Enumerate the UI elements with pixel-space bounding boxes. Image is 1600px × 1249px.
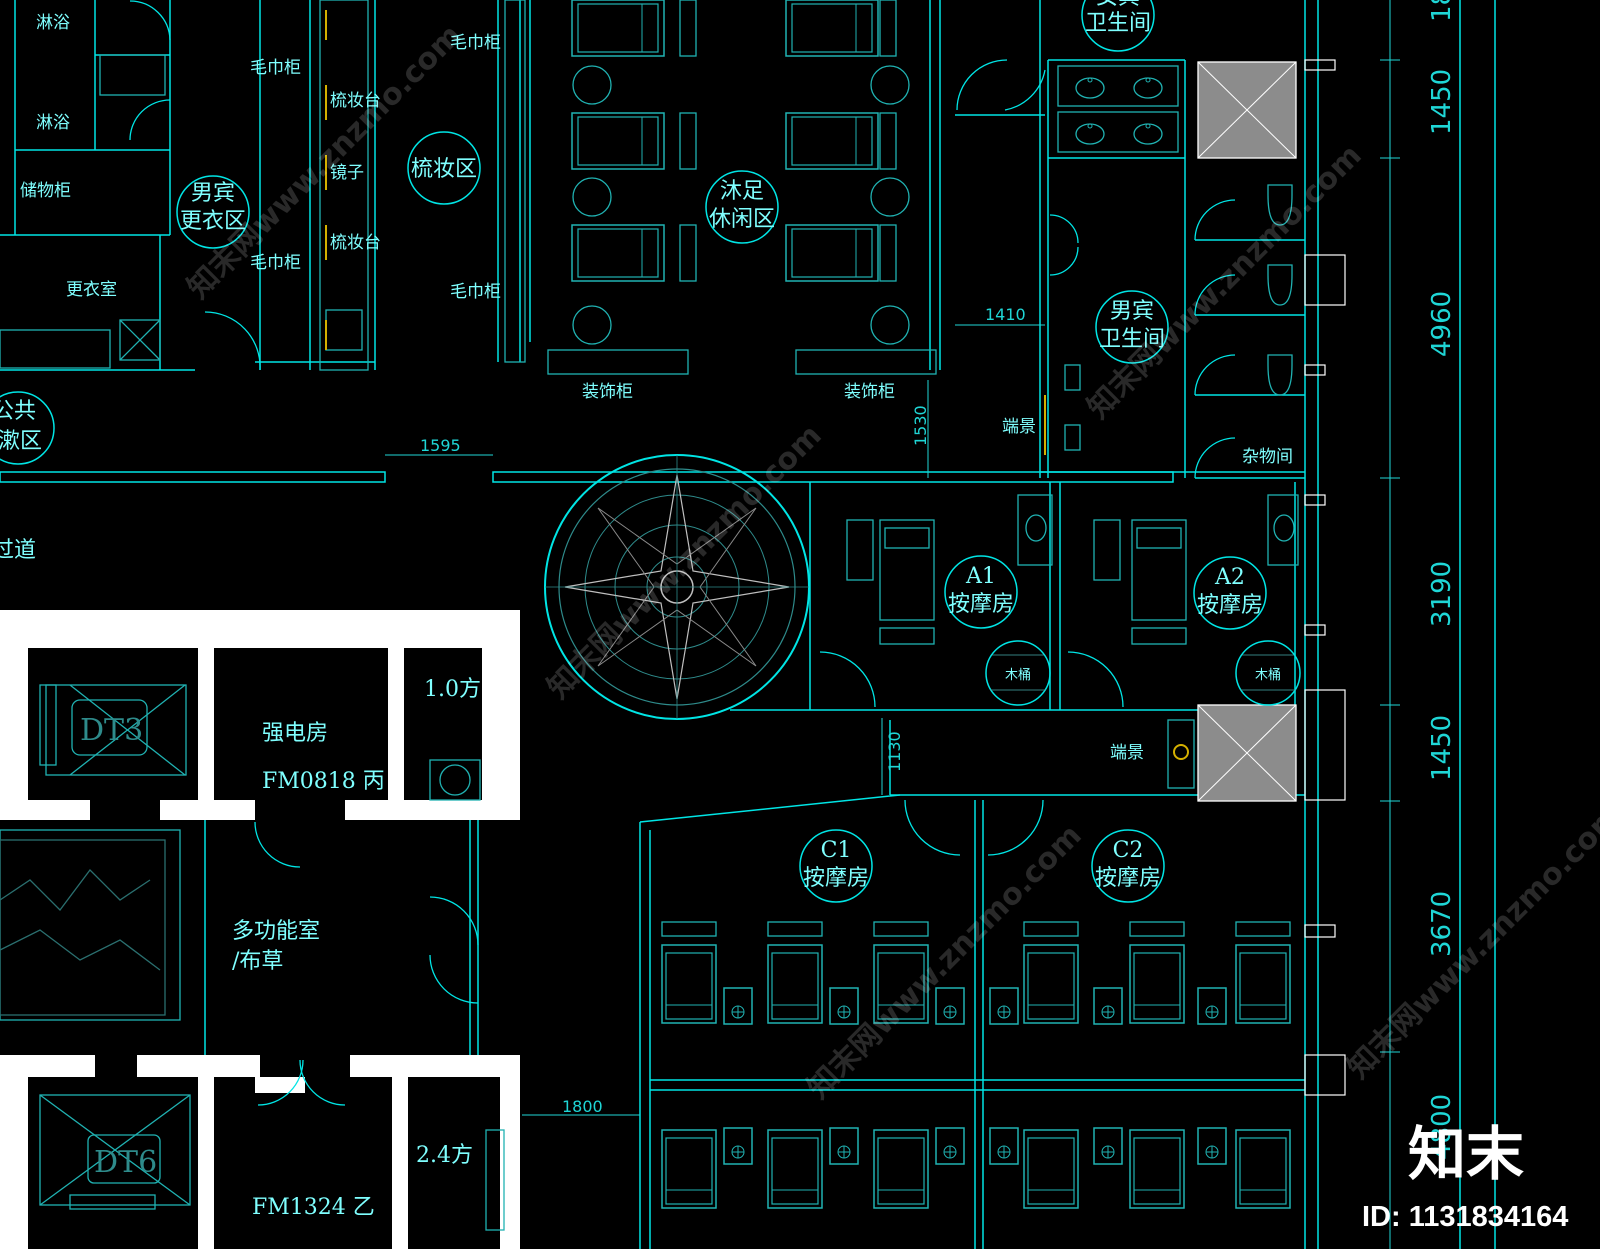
label-women-wc-1: 女宾: [1096, 0, 1140, 10]
label-vanity-1: 梳妆台: [330, 91, 381, 111]
dim-right-1450a: 1450: [1427, 69, 1457, 135]
label-towel-cabinet-2: 毛巾柜: [250, 253, 301, 273]
label-multi-1: 多功能室: [232, 919, 320, 944]
label-grooming-area: 梳妆区: [411, 157, 477, 182]
label-multi-2: /布草: [232, 949, 283, 974]
dim-right-1450b: 1450: [1427, 715, 1457, 781]
label-utility-room: 杂物间: [1242, 447, 1293, 467]
label-public-wash-2: 漱区: [0, 429, 42, 454]
dim-right-4960: 4960: [1427, 291, 1457, 357]
label-volume-1: 1.0方: [424, 677, 481, 702]
label-storage-cabinet: 储物柜: [20, 181, 71, 201]
label-c2-1: C2: [1113, 838, 1144, 863]
label-towel-cabinet-1: 毛巾柜: [250, 58, 301, 78]
label-foot-bath-1: 沐足: [720, 179, 764, 204]
compass-medallion: [544, 454, 810, 720]
solid-wall-gaps: [30, 648, 498, 1249]
dim-1410: 1410: [985, 305, 1026, 324]
label-door-fm1324: FM1324 乙: [252, 1195, 375, 1220]
label-decor-cabinet-1: 装饰柜: [582, 382, 633, 402]
label-circles: [0, 0, 1301, 903]
dim-right-top: 18: [1427, 0, 1457, 22]
label-tub-2: 木桶: [1255, 668, 1281, 683]
window-stubs: [1304, 59, 1346, 1096]
dim-1530: 1530: [911, 405, 930, 446]
watermark-brand: 知末: [1408, 1120, 1524, 1188]
label-women-wc-2: 卫生间: [1085, 11, 1151, 36]
label-men-changing-2: 更衣区: [180, 209, 246, 234]
dim-right-bottom: 4800: [1427, 1094, 1457, 1160]
label-c1-1: C1: [821, 838, 852, 863]
dim-1800: 1800: [562, 1097, 603, 1116]
dim-right-3190: 3190: [1427, 561, 1457, 627]
label-public-wash-1: 公共: [0, 399, 36, 424]
label-men-changing-1: 男宾: [191, 181, 235, 206]
dim-1595: 1595: [420, 436, 461, 455]
dim-1130: 1130: [885, 731, 904, 772]
label-corridor: 过道: [0, 538, 36, 563]
label-a2-1: A2: [1214, 565, 1245, 590]
label-volume-2: 2.4方: [416, 1143, 473, 1168]
label-towel-cabinet-4: 毛巾柜: [450, 282, 501, 302]
watermark-diagonal-3: 知末网www.znzmo.com: [1081, 138, 1369, 426]
label-elevator-dt6: DT6: [94, 1145, 157, 1180]
label-tub-1: 木桶: [1005, 668, 1031, 683]
label-a2-2: 按摩房: [1197, 593, 1263, 618]
label-a1-1: A1: [965, 564, 996, 589]
room-labels: 淋浴 淋浴 储物柜 更衣室 毛巾柜 毛巾柜 毛巾柜 毛巾柜 梳妆台 梳妆台 镜子…: [0, 0, 1293, 1220]
label-changing-room: 更衣室: [66, 280, 117, 300]
dimension-lines: [385, 0, 1400, 1249]
label-men-wc-1: 男宾: [1110, 299, 1154, 324]
watermark-diagonal-5: 知末网www.znzmo.com: [1341, 798, 1600, 1086]
dim-right-3670: 3670: [1427, 891, 1457, 957]
label-c2-2: 按摩房: [1095, 866, 1161, 891]
label-men-wc-2: 卫生间: [1099, 327, 1165, 352]
label-scenery-2: 端景: [1110, 743, 1144, 763]
tub-hatch: [990, 654, 1296, 691]
label-mirror: 镜子: [330, 163, 364, 183]
watermark-id: ID: 1131834164: [1362, 1201, 1568, 1233]
label-door-fm0818: FM0818 丙: [262, 769, 385, 794]
label-shower-2: 淋浴: [36, 113, 70, 133]
label-power-room: 强电房: [262, 721, 328, 746]
label-a1-2: 按摩房: [948, 592, 1014, 617]
shaft-squares: [1167, 61, 1297, 802]
dimension-labels: 1410 1530 1595 1130 1800 18 1450 4960 31…: [420, 0, 1457, 1160]
label-decor-cabinet-2: 装饰柜: [844, 382, 895, 402]
label-towel-cabinet-3: 毛巾柜: [450, 33, 501, 53]
label-foot-bath-2: 休闲区: [709, 207, 775, 232]
label-c1-2: 按摩房: [803, 866, 869, 891]
label-vanity-2: 梳妆台: [330, 233, 381, 253]
label-scenery-1: 端景: [1002, 417, 1036, 437]
label-shower-1: 淋浴: [36, 13, 70, 33]
furniture: [0, 0, 1299, 1231]
label-elevator-dt3: DT3: [80, 713, 143, 748]
door-swings: [129, 0, 1236, 1106]
